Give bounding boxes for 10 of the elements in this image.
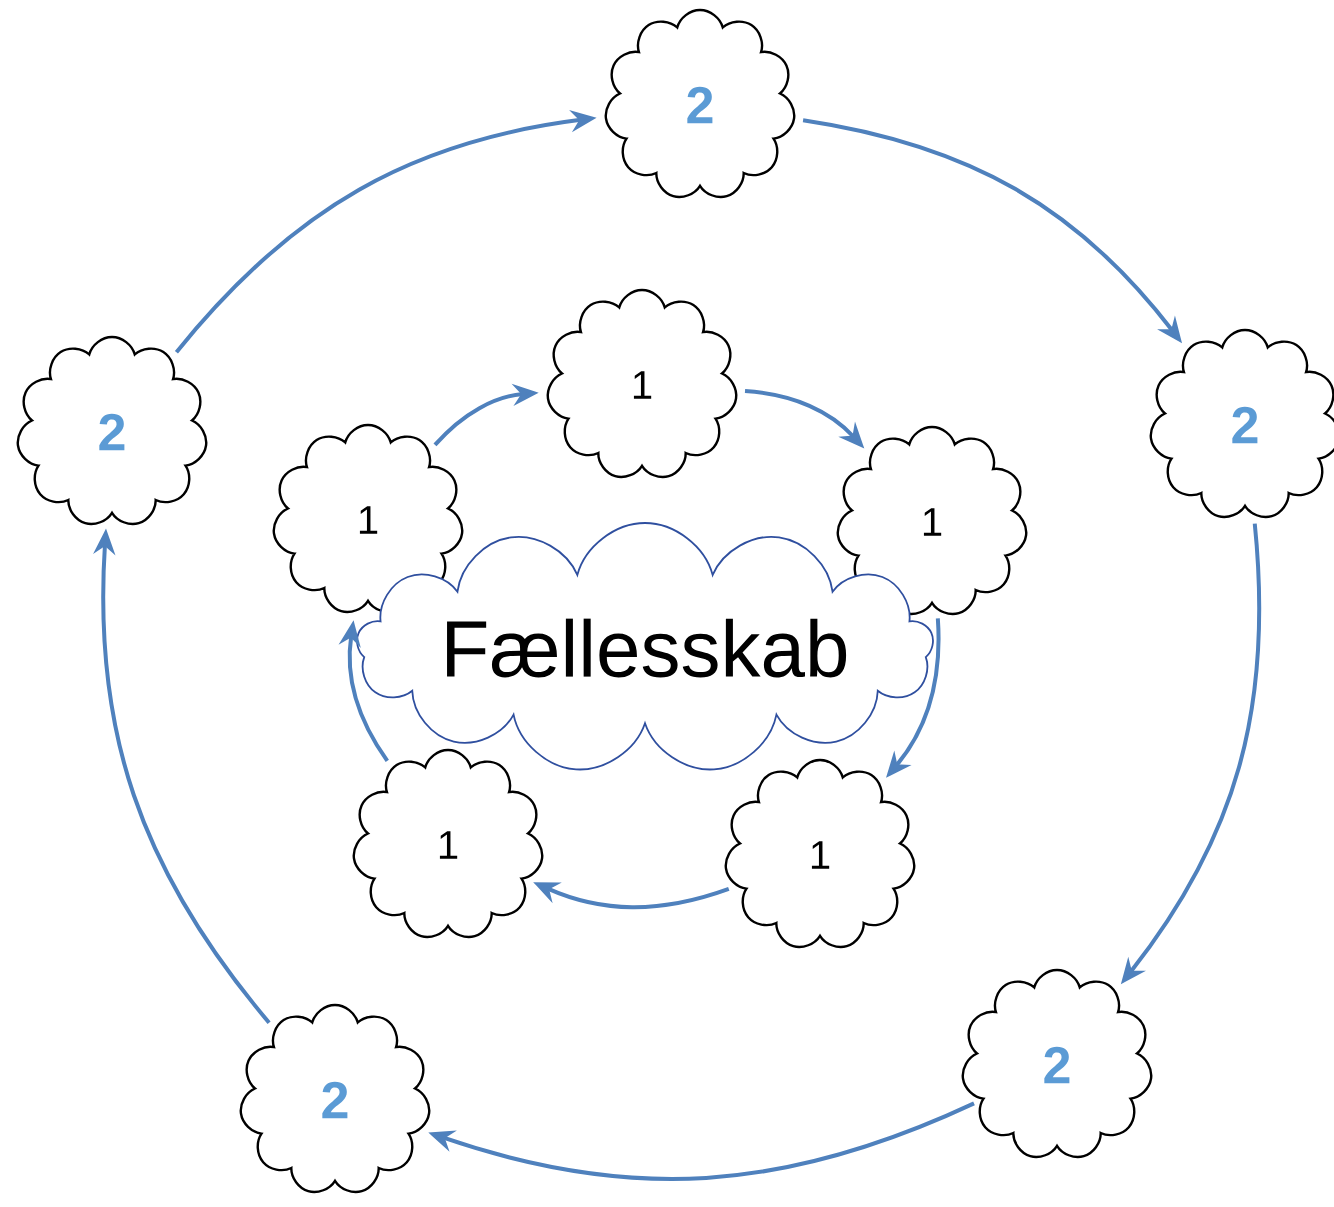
cloud: 1 — [272, 423, 464, 614]
cloud: 2 — [16, 335, 208, 526]
cloud: 2 — [961, 968, 1153, 1159]
cloud: 2 — [239, 1003, 431, 1194]
cloud: 1 — [724, 758, 916, 949]
cloud: 1 — [352, 748, 544, 939]
cloud: 1 — [546, 288, 738, 479]
cloud: 2 — [604, 8, 796, 199]
cloud: 2 — [1149, 328, 1334, 519]
cloud: 1 — [836, 425, 1028, 616]
